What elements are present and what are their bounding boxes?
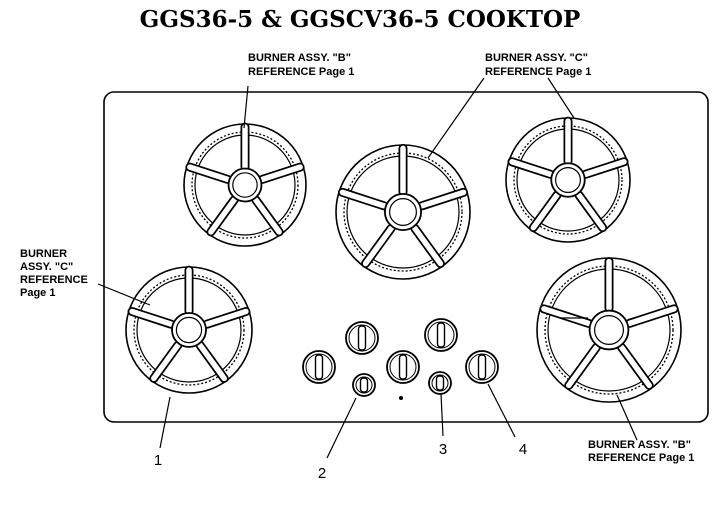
callout-bottom-right: BURNER ASSY. "B" REFERENCE Page 1 bbox=[588, 439, 694, 464]
knob-back-right[interactable] bbox=[424, 318, 458, 352]
leader-top-left bbox=[243, 85, 249, 129]
knob-center[interactable] bbox=[386, 350, 420, 384]
knob-back-left[interactable] bbox=[345, 321, 379, 355]
knob-front-left[interactable] bbox=[302, 350, 336, 384]
knob-small-right[interactable] bbox=[428, 371, 452, 395]
burner-back-left bbox=[183, 122, 307, 247]
callout-left: BURNER ASSY. "C" REFERENCE Page 1 bbox=[20, 248, 91, 299]
part-number-4: 4 bbox=[519, 441, 527, 458]
burner-center bbox=[335, 143, 471, 280]
callout-top-left: BURNER ASSY. "B" REFERENCE Page 1 bbox=[248, 52, 354, 78]
leader-lines bbox=[97, 77, 638, 459]
indicator-light bbox=[399, 396, 403, 400]
knob-front-right[interactable] bbox=[465, 350, 499, 384]
part-number-3: 3 bbox=[439, 441, 447, 458]
leader-top-right-b bbox=[547, 77, 575, 119]
leader-part-2 bbox=[326, 397, 357, 459]
burner-back-right bbox=[505, 116, 631, 243]
control-knobs bbox=[302, 318, 499, 397]
leader-part-1 bbox=[159, 396, 171, 449]
part-number-2: 2 bbox=[318, 465, 326, 482]
leader-top-right-a bbox=[427, 77, 485, 159]
leader-left bbox=[97, 283, 151, 306]
part-number-1: 1 bbox=[154, 452, 162, 469]
leader-part-4 bbox=[487, 383, 516, 438]
leader-part-3 bbox=[440, 393, 444, 437]
burner-front-left bbox=[125, 265, 253, 394]
knob-small-left[interactable] bbox=[352, 373, 376, 397]
diagram-title: GGS36-5 & GGSCV36-5 COOKTOP bbox=[140, 6, 581, 33]
burner-front-right bbox=[536, 257, 682, 403]
callout-top-right: BURNER ASSY. "C" REFERENCE Page 1 bbox=[485, 52, 591, 78]
leader-bottom-right-b bbox=[616, 394, 638, 441]
burner-grates bbox=[125, 116, 682, 403]
